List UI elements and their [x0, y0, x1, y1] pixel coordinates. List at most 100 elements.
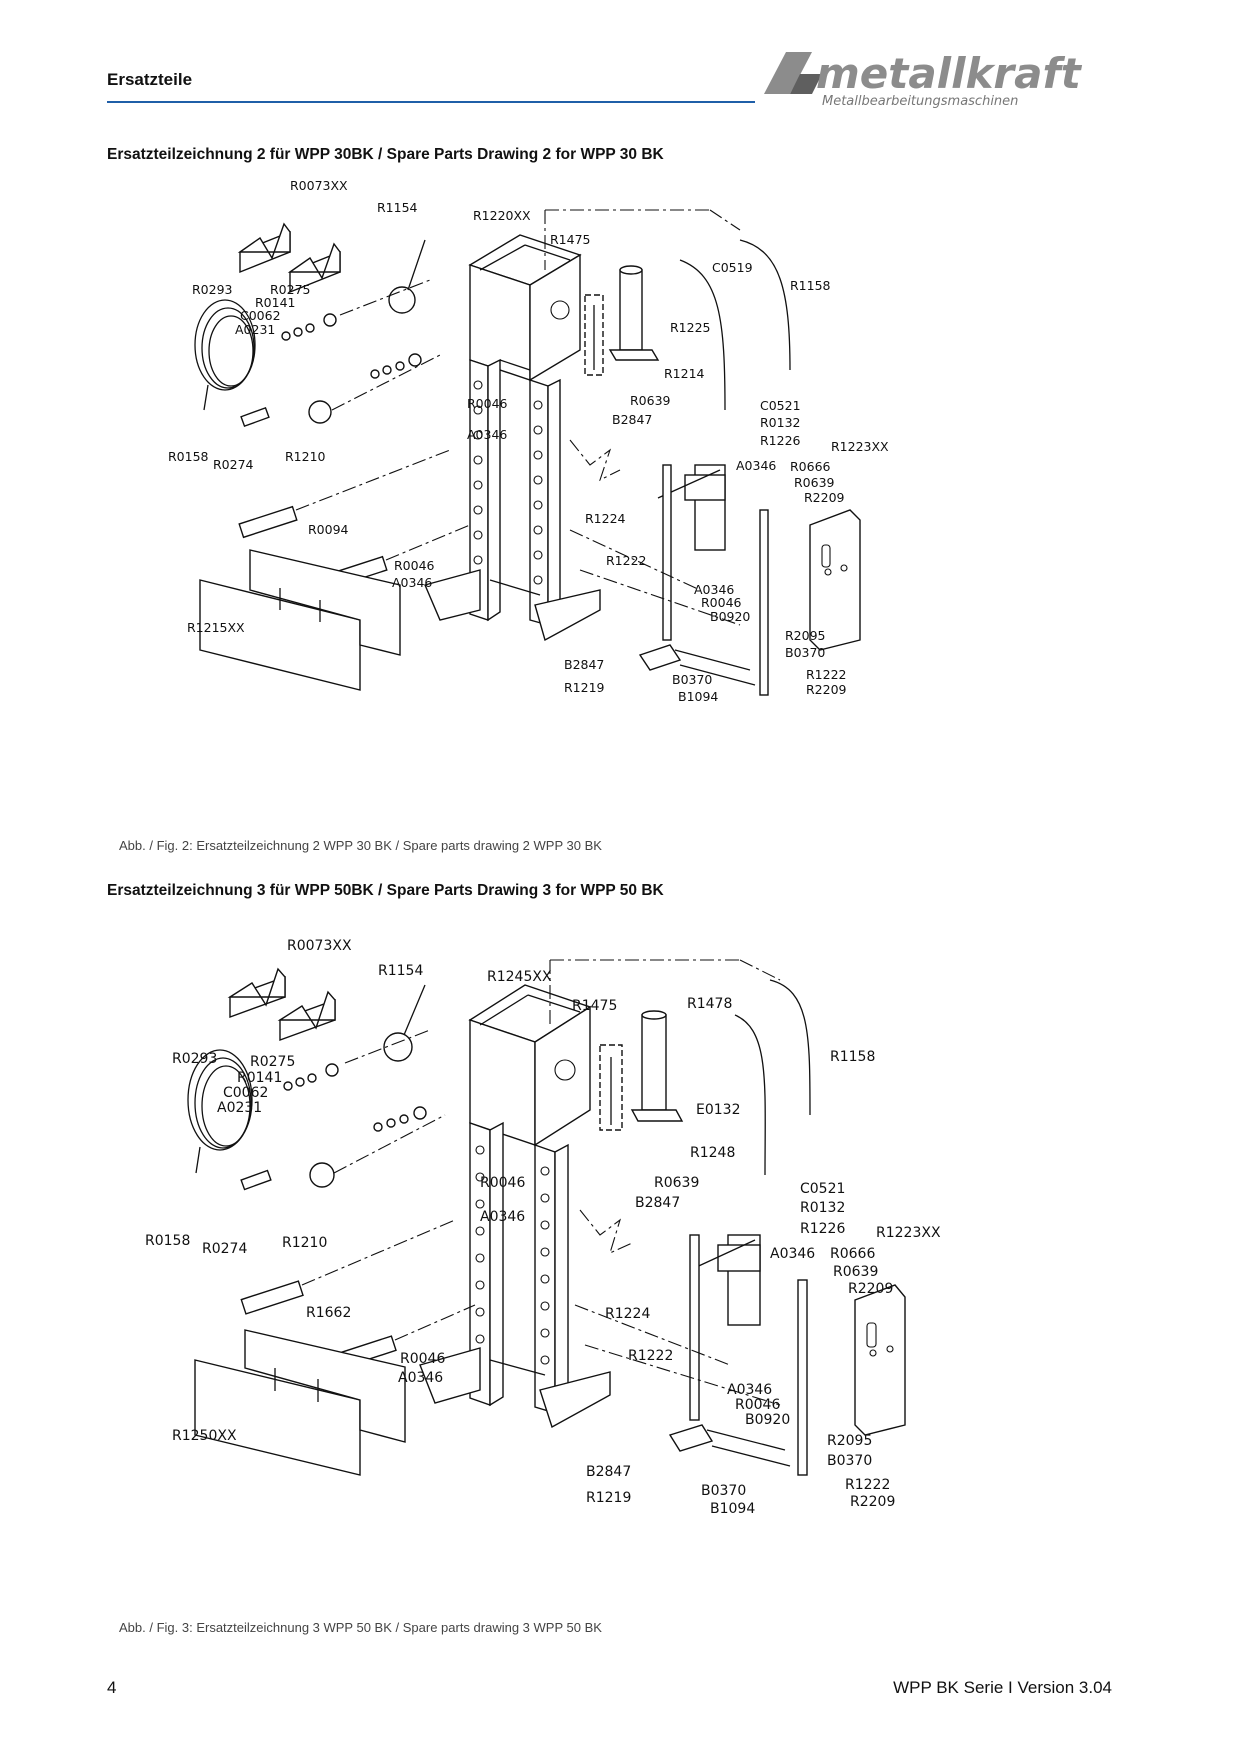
part-label: R0094: [308, 522, 349, 537]
part-label: R1224: [605, 1306, 650, 1322]
part-label: R0132: [800, 1200, 845, 1216]
part-label: R0274: [213, 457, 254, 472]
part-label: R1224: [585, 511, 626, 526]
part-label: R0639: [833, 1264, 878, 1280]
part-label: R1223XX: [876, 1225, 941, 1241]
part-label: R1478: [687, 996, 732, 1012]
section-title-1: Ersatzteilzeichnung 2 für WPP 30BK / Spa…: [107, 146, 664, 163]
part-label: A0346: [480, 1209, 525, 1225]
spare-parts-drawing-2: R0073XX R1154 R1220XX R1475 C0519 R1158 …: [168, 178, 889, 704]
part-label: R1226: [760, 433, 801, 448]
header-rule: [107, 101, 755, 103]
part-labels: R0073XX R1154 R1245XX R1475 R1478 R1158 …: [145, 938, 941, 1517]
part-label: R0046: [735, 1397, 780, 1413]
part-label: R1214: [664, 366, 705, 381]
part-label: B0920: [745, 1412, 790, 1428]
logo-mark: [764, 52, 812, 94]
part-label: R2209: [848, 1281, 893, 1297]
press-frame: [424, 234, 601, 642]
part-label: R0046: [480, 1175, 525, 1191]
part-label: R0141: [237, 1070, 282, 1086]
frame-holes: [475, 1145, 550, 1365]
press-frame: [419, 984, 611, 1429]
pump-cover: [809, 509, 861, 651]
part-label: R0046: [701, 595, 742, 610]
hand-pump: [657, 464, 726, 551]
part-label: R0073XX: [287, 938, 352, 954]
part-label: R2209: [806, 682, 847, 697]
frame-holes: [473, 380, 543, 585]
part-label: R1222: [806, 667, 847, 682]
part-label: R1222: [845, 1477, 890, 1493]
part-label: R0293: [172, 1051, 217, 1067]
part-label: A0346: [736, 458, 776, 473]
figure-caption-2: Abb. / Fig. 2: Ersatzteilzeichnung 2 WPP…: [119, 838, 602, 853]
part-label: B0370: [672, 672, 712, 687]
part-label: B2847: [586, 1464, 631, 1480]
drawing-geometry: [194, 209, 861, 696]
hydraulic-cylinder: [608, 265, 660, 361]
drawing-geometry: [187, 959, 906, 1476]
figure-caption-3: Abb. / Fig. 3: Ersatzteilzeichnung 3 WPP…: [119, 1620, 602, 1635]
part-label: B1094: [678, 689, 718, 704]
storage-box: [194, 1329, 406, 1476]
part-label: R0046: [467, 396, 508, 411]
part-label: R0046: [400, 1351, 445, 1367]
part-label: R1158: [830, 1049, 875, 1065]
part-label: R1219: [586, 1490, 631, 1506]
part-label: C0062: [223, 1085, 268, 1101]
part-label: R1475: [572, 998, 617, 1014]
part-label: A0231: [235, 322, 275, 337]
part-label: R0639: [794, 475, 835, 490]
part-label: R1210: [282, 1235, 327, 1251]
part-label: R1154: [378, 963, 423, 979]
storage-box: [199, 549, 401, 691]
part-label: R0275: [270, 282, 311, 297]
part-label: R1215XX: [187, 620, 245, 635]
part-label: B2847: [612, 412, 652, 427]
part-label: A0346: [392, 575, 432, 590]
part-label: R0158: [168, 449, 209, 464]
part-label: R0158: [145, 1233, 190, 1249]
part-label: R0274: [202, 1241, 247, 1257]
part-label: B1094: [710, 1501, 755, 1517]
document-version: WPP BK Serie I Version 3.04: [893, 1678, 1112, 1697]
part-label: R1158: [790, 278, 831, 293]
part-labels: R0073XX R1154 R1220XX R1475 C0519 R1158 …: [168, 178, 889, 704]
part-label: R1220XX: [473, 208, 531, 223]
part-label: R0666: [830, 1246, 875, 1262]
part-label: C0062: [240, 308, 281, 323]
part-label: R1250XX: [172, 1428, 237, 1444]
part-label: R1222: [628, 1348, 673, 1364]
part-label: C0519: [712, 260, 753, 275]
part-label: B0370: [827, 1453, 872, 1469]
washers: [283, 1063, 427, 1132]
part-label: R0639: [630, 393, 671, 408]
hydraulic-cylinder: [630, 1010, 684, 1122]
part-label: R1225: [670, 320, 711, 335]
part-label: R0073XX: [290, 178, 348, 193]
part-label: B2847: [635, 1195, 680, 1211]
part-label: C0521: [800, 1181, 845, 1197]
part-label: A0346: [694, 582, 734, 597]
part-label: R2095: [785, 628, 826, 643]
metallkraft-logo: metallkraft Metallbearbeitungsmaschinen: [764, 49, 1083, 109]
logo-subtitle: Metallbearbeitungsmaschinen: [822, 94, 1018, 109]
part-label: R0666: [790, 459, 831, 474]
page-number: 4: [107, 1678, 117, 1697]
pump-cover: [854, 1284, 906, 1436]
part-label: A0346: [727, 1382, 772, 1398]
part-label: R0046: [394, 558, 435, 573]
part-label: R0275: [250, 1054, 295, 1070]
section-heading: Ersatzteile: [107, 70, 193, 89]
part-label: B0370: [701, 1483, 746, 1499]
part-label: R1154: [377, 200, 418, 215]
part-label: R1248: [690, 1145, 735, 1161]
part-label: R1245XX: [487, 969, 552, 985]
prism-blocks: [227, 967, 336, 1041]
part-label: R1475: [550, 232, 591, 247]
part-label: R1210: [285, 449, 326, 464]
prism-blocks: [237, 222, 341, 294]
part-label: B0370: [785, 645, 825, 660]
washers: [281, 313, 422, 379]
